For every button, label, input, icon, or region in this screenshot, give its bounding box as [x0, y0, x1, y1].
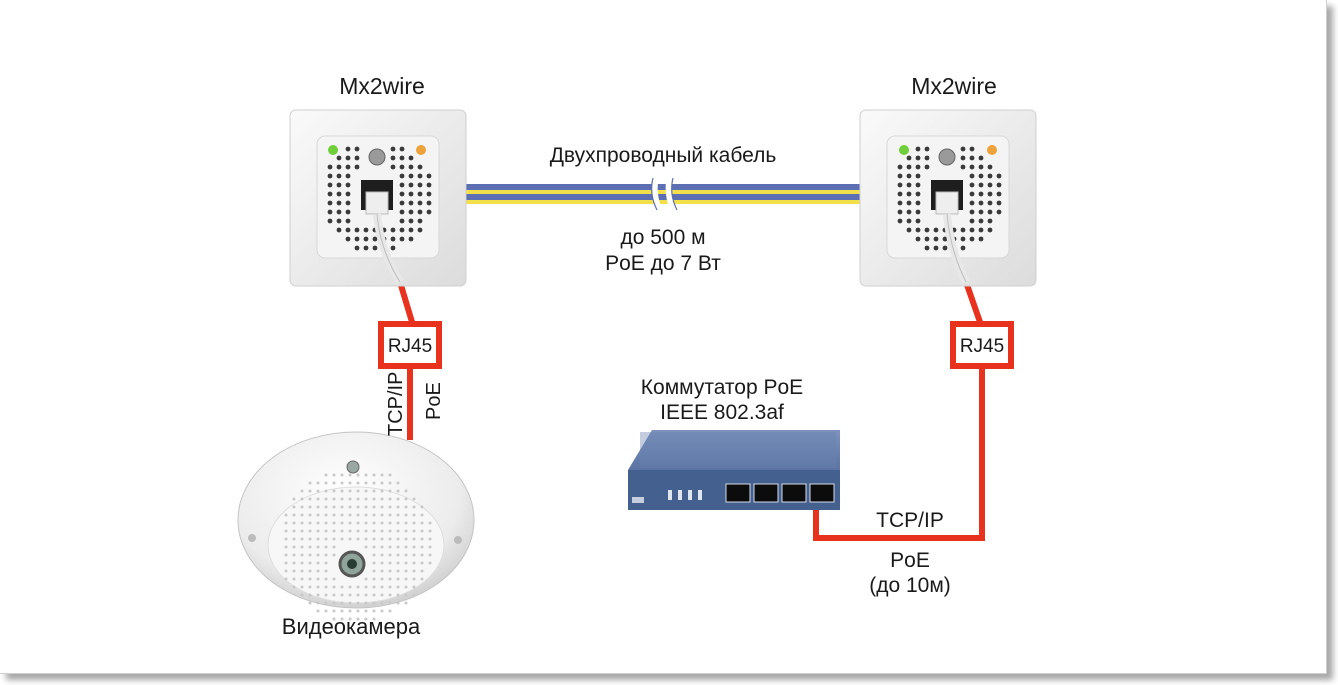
switch-title: Коммутатор PoE [641, 376, 803, 399]
mx2wire-left-title: Mx2wire [339, 73, 425, 99]
switch-ethernet-ports [725, 483, 835, 503]
camera-lens-top [346, 460, 360, 474]
switch-link-distance: (до 10м) [869, 574, 951, 597]
camera-lens [938, 148, 956, 166]
two-wire-cable [466, 175, 862, 214]
status-led-orange [987, 145, 997, 155]
switch-link-protocol: TCP/IP [876, 509, 944, 532]
speaker-grille [284, 473, 432, 621]
status-led-green [899, 145, 909, 155]
diagram-frame [0, 0, 1327, 674]
right-red-link [813, 281, 985, 541]
speaker-grille [897, 146, 1002, 251]
status-led-green [328, 145, 338, 155]
switch-standard: IEEE 802.3af [660, 401, 784, 424]
dome-camera [237, 431, 475, 621]
poe-switch [628, 430, 840, 510]
rj45-label: RJ45 [960, 336, 1004, 357]
cable-title: Двухпроводный кабель [550, 144, 777, 167]
cable-distance: до 500 м [620, 226, 705, 249]
mx2wire-left-device [289, 109, 467, 287]
camera-link-protocol: TCP/IP [385, 372, 407, 436]
switch-link-power: PoE [890, 549, 930, 572]
switch-leds [668, 490, 702, 500]
status-led-orange [416, 145, 426, 155]
cable-power: PoE до 7 Вт [605, 252, 721, 275]
camera-label: Видеокамера [282, 614, 421, 639]
mx2wire-right-device [859, 109, 1037, 287]
rj45-connector-left: RJ45 [378, 321, 442, 369]
camera-link-power: PoE [423, 382, 445, 420]
camera-lens [368, 148, 386, 166]
rj45-label: RJ45 [388, 336, 432, 357]
left-red-link [397, 281, 415, 440]
mx2wire-right-title: Mx2wire [911, 73, 997, 99]
rj45-connector-right: RJ45 [950, 321, 1014, 369]
